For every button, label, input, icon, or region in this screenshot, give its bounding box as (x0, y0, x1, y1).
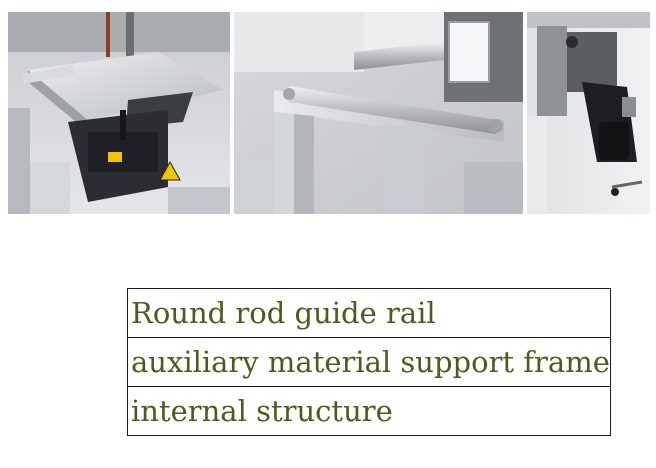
photo-saw-table (8, 12, 230, 214)
label-auxiliary-support-frame: auxiliary material support frame (127, 337, 611, 387)
photo-guide-rail (234, 12, 523, 214)
table-row: internal structure (127, 386, 611, 436)
feature-label-table: Round rod guide rail auxiliary material … (127, 288, 611, 436)
table-row: Round rod guide rail (127, 288, 611, 338)
label-internal-structure: internal structure (127, 386, 611, 436)
photo-internal-structure (527, 12, 650, 214)
table-row: auxiliary material support frame (127, 337, 611, 387)
label-round-rod-guide-rail: Round rod guide rail (127, 288, 611, 338)
product-photo-strip (8, 12, 650, 214)
